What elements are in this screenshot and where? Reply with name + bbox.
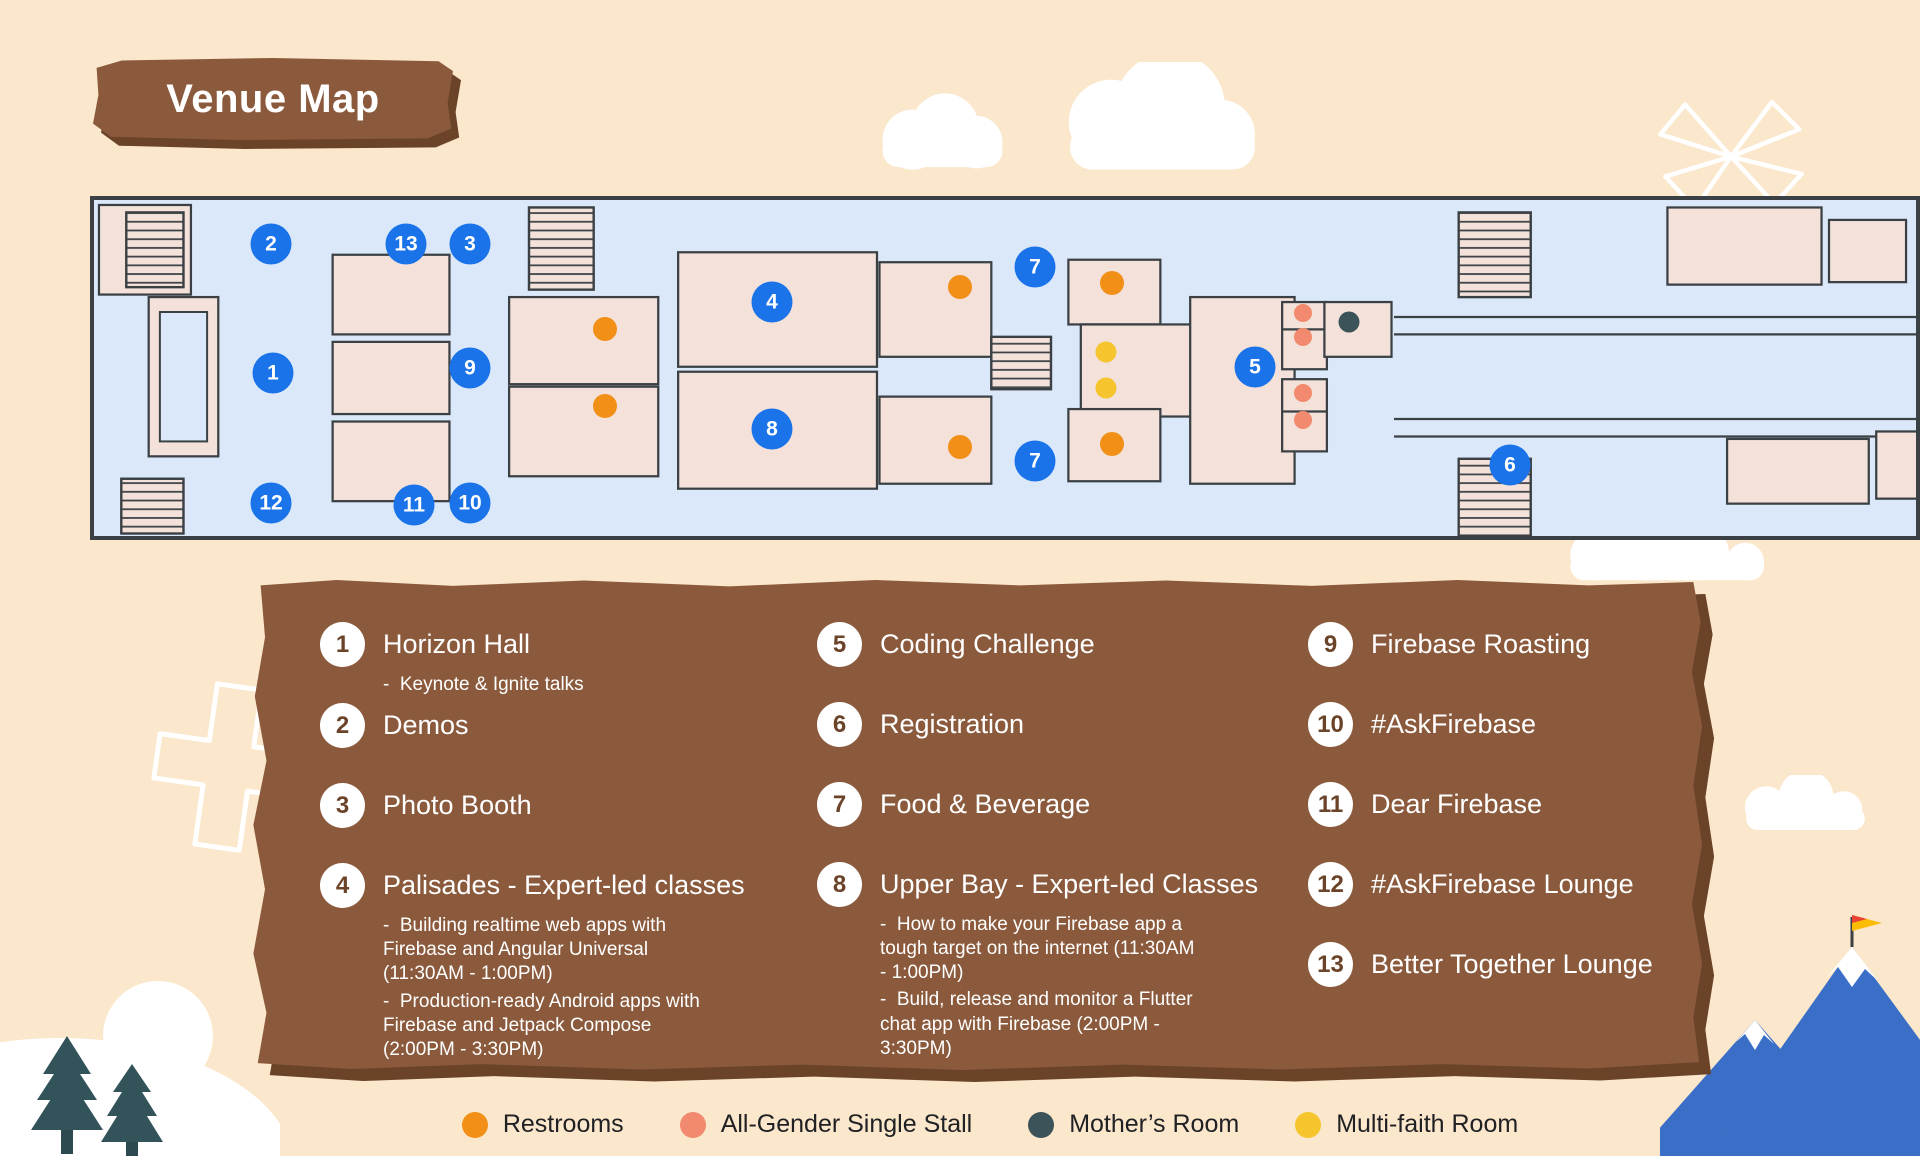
directory-detail-line: - Build, release and monitor a Flutter c… [880, 989, 1198, 1059]
directory-item-9: 9 Firebase Roasting [1308, 622, 1675, 667]
directory-item-label: Better Together Lounge [1371, 949, 1653, 979]
amenity-key: Restrooms All-Gender Single Stall Mother’s… [60, 1110, 1920, 1139]
key-item-multi-faith: Multi-faith Room [1295, 1110, 1518, 1139]
key-label: All-Gender Single Stall [720, 1110, 973, 1138]
directory-item-head: 9 Firebase Roasting [1308, 622, 1675, 667]
venue-map-banner: Venue Map [93, 58, 461, 149]
directory-item-3: 3 Photo Booth [320, 783, 817, 829]
directory-item-head: 10 #AskFirebase [1308, 702, 1675, 747]
directory-item-4: 4 Palisades - Expert-led classes - Buildin… [320, 863, 817, 1062]
banner-face: Venue Map [93, 58, 453, 140]
venue-floorplan [90, 196, 1920, 540]
directory-item-label: #AskFirebase [1371, 709, 1537, 739]
directory-item-head: 4 Palisades - Expert-led classes [320, 863, 817, 909]
directory-item-details: - Keynote & Ignite talks [383, 673, 705, 697]
directory-item-label: Firebase Roasting [1371, 629, 1591, 659]
directory-item-number: 11 [1308, 782, 1353, 827]
directory-item-head: 2 Demos [320, 703, 817, 749]
key-item-mothers-room: Mother’s Room [1028, 1110, 1239, 1139]
directory-item-label: Registration [880, 709, 1025, 739]
directory-item-details: - Building realtime web apps with Fireba… [383, 914, 705, 1062]
directory-item-11: 11 Dear Firebase [1308, 782, 1675, 827]
key-item-all-gender: All-Gender Single Stall [679, 1110, 973, 1139]
directory-item-label: Food & Beverage [880, 789, 1091, 819]
directory-item-10: 10 #AskFirebase [1308, 702, 1675, 747]
directory-item-label: Coding Challenge [880, 629, 1095, 659]
directory-detail-line: - How to make your Firebase app a tough … [880, 914, 1200, 984]
directory-item-label: Upper Bay - Expert-led Classes [880, 869, 1259, 899]
directory-item-head: 5 Coding Challenge [817, 622, 1308, 667]
directory-item-number: 10 [1308, 702, 1353, 747]
directory-item-head: 11 Dear Firebase [1308, 782, 1675, 827]
directory-item-head: 3 Photo Booth [320, 783, 817, 829]
directory-item-13: 13 Better Together Lounge [1308, 942, 1675, 987]
key-label: Restrooms [502, 1110, 624, 1138]
floorplan-svg [97, 203, 1916, 536]
directory-column: 9 Firebase Roasting 10 #AskFirebase 11 Dear F… [1308, 622, 1675, 1052]
directory-item-12: 12 #AskFirebase Lounge [1308, 862, 1675, 907]
key-label: Multi-faith Room [1336, 1110, 1519, 1138]
directory-item-number: 3 [320, 783, 365, 829]
directory-item-number: 13 [1308, 942, 1353, 987]
key-item-restroom: Restrooms [461, 1110, 624, 1139]
directory-item-number: 1 [320, 622, 365, 667]
directory-item-details: - How to make your Firebase app a tough … [880, 913, 1202, 1061]
directory-item-1: 1 Horizon Hall - Keynote & Ignite talks [320, 622, 817, 697]
directory-item-label: Photo Booth [383, 790, 532, 821]
mothers-room-key-dot [1028, 1111, 1055, 1138]
directory-item-7: 7 Food & Beverage [817, 782, 1308, 827]
key-label: Mother’s Room [1069, 1110, 1240, 1138]
directory-item-head: 12 #AskFirebase Lounge [1308, 862, 1675, 907]
directory-item-label: #AskFirebase Lounge [1371, 869, 1634, 899]
directory-item-head: 6 Registration [817, 702, 1308, 747]
directory-column: 5 Coding Challenge 6 Registration 7 Food & Be… [817, 622, 1308, 1059]
floorplan-rooms [97, 203, 1916, 536]
directory-item-number: 6 [817, 702, 862, 747]
directory-item-label: Horizon Hall [383, 629, 531, 659]
directory-item-6: 6 Registration [817, 702, 1308, 747]
directory-item-number: 2 [320, 703, 365, 749]
directory-item-head: 7 Food & Beverage [817, 782, 1308, 827]
cloud-top-icon [882, 62, 1255, 170]
directory-item-label: Demos [383, 710, 469, 741]
directory-item-number: 8 [817, 862, 862, 907]
directory-item-label: Palisades - Expert-led classes [383, 870, 745, 901]
multi-faith-key-dot [1295, 1111, 1322, 1138]
directory-item-8: 8 Upper Bay - Expert-led Classes - How to … [817, 862, 1308, 1061]
directory-item-head: 13 Better Together Lounge [1308, 942, 1675, 987]
all-gender-key-dot [679, 1111, 706, 1138]
directory-item-number: 5 [817, 622, 862, 667]
restroom-key-dot [461, 1111, 488, 1138]
directory-item-number: 7 [817, 782, 862, 827]
directory-detail-line: - Building realtime web apps with Fireba… [383, 915, 672, 985]
directory-item-head: 8 Upper Bay - Expert-led Classes [817, 862, 1308, 907]
directory-detail-line: - Production-ready Android apps with Fir… [383, 990, 706, 1060]
directory-item-number: 4 [320, 863, 365, 909]
directory-item-head: 1 Horizon Hall [320, 622, 817, 667]
cloud-small-icon [1744, 775, 1865, 830]
directory-column: 1 Horizon Hall - Keynote & Ignite talks 2 De… [320, 622, 817, 1060]
directory-item-number: 9 [1308, 622, 1353, 667]
directory-item-2: 2 Demos [320, 703, 817, 749]
directory-detail-line: - Keynote & Ignite talks [383, 674, 584, 695]
page-title: Venue Map [166, 76, 380, 121]
directory-item-number: 12 [1308, 862, 1353, 907]
directory-item-5: 5 Coding Challenge [817, 622, 1308, 667]
directory-item-label: Dear Firebase [1371, 789, 1543, 819]
